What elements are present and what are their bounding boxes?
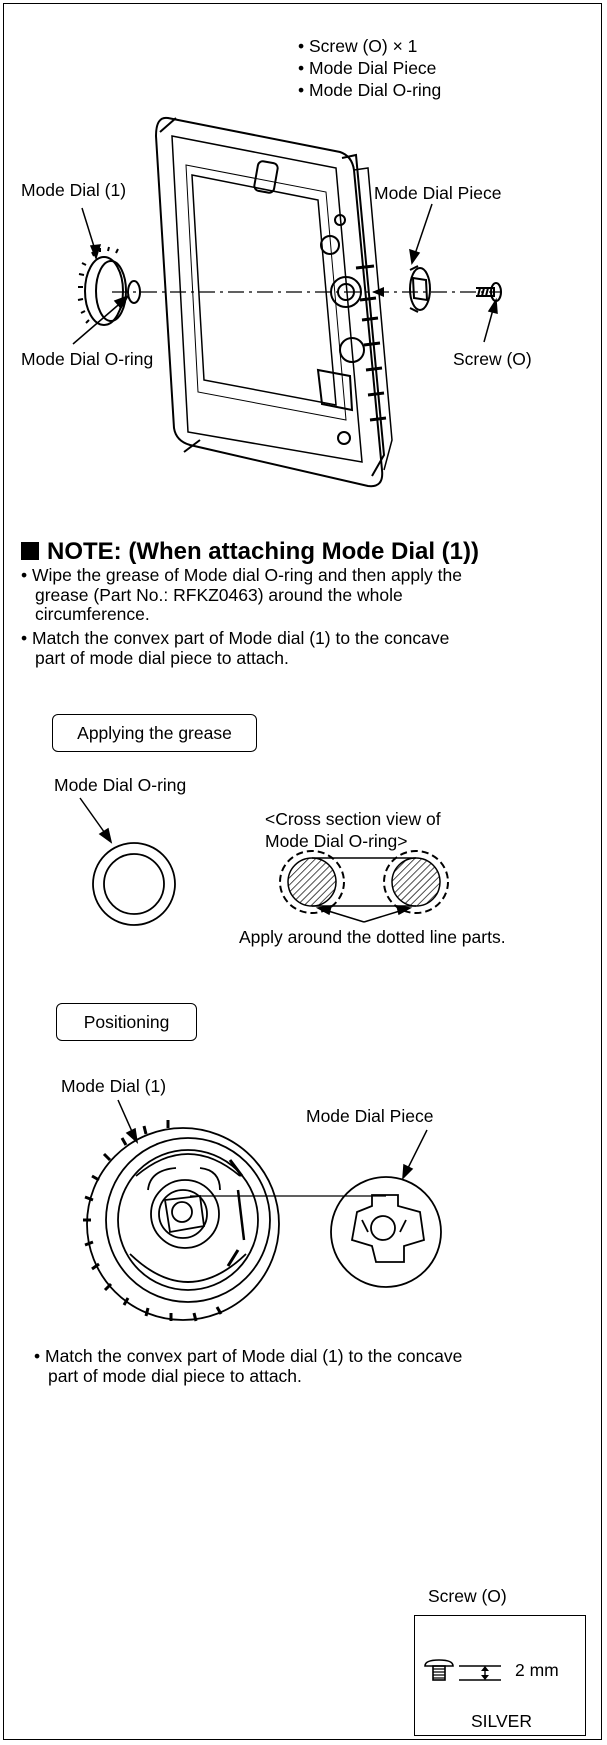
positioning-piece-label: Mode Dial Piece	[306, 1106, 434, 1126]
mode-dial-drawing	[77, 246, 127, 326]
positioning-box: Positioning	[56, 1003, 197, 1041]
applying-grease-box: Applying the grease	[52, 714, 257, 752]
screw-spec-title: Screw (O)	[428, 1586, 507, 1606]
rear-case-drawing	[154, 116, 393, 488]
note-title-text: NOTE: (When attaching Mode Dial (1))	[47, 538, 479, 565]
mode-dial-piece-drawing	[409, 265, 431, 313]
positioning-bullet: • Match the convex part of Mode dial (1)…	[34, 1346, 594, 1386]
note-line: grease (Part No.: RFKZ0463) around the w…	[35, 584, 403, 605]
oring-drawing	[127, 280, 141, 304]
screw-spec-box: 2 mm SILVER	[414, 1615, 586, 1736]
cross-section-title: <Cross section view of	[265, 809, 441, 829]
page-frame	[3, 3, 602, 1740]
note-title: NOTE: (When attaching Mode Dial (1))	[21, 538, 479, 566]
note-line: • Match the convex part of Mode dial (1)…	[21, 628, 450, 648]
parts-list-item: • Mode Dial O-ring	[298, 80, 442, 100]
parts-list-item: • Screw (O) × 1	[298, 36, 418, 56]
mode-dial-piece-label: Mode Dial Piece	[374, 183, 502, 203]
positioning-mode-dial-label: Mode Dial (1)	[61, 1076, 167, 1096]
note-bullet-2: • Match the convex part of Mode dial (1)…	[21, 628, 581, 668]
screw-color: SILVER	[471, 1711, 532, 1731]
screw-length: 2 mm	[515, 1660, 559, 1680]
oring-label: Mode Dial O-ring	[21, 349, 154, 369]
note-line: part of mode dial piece to attach.	[35, 647, 289, 668]
screw-label: Screw (O)	[453, 349, 532, 369]
positioning-line: • Match the convex part of Mode dial (1)…	[34, 1346, 463, 1366]
screw-icon	[424, 1659, 501, 1681]
note-line: • Wipe the grease of Mode dial O-ring an…	[21, 565, 462, 585]
exploded-diagram	[72, 116, 502, 488]
grease-oring-label: Mode Dial O-ring	[54, 775, 187, 795]
apply-text: Apply around the dotted line parts.	[239, 927, 506, 947]
bullet-square-icon	[21, 542, 39, 560]
note-bullet-1: • Wipe the grease of Mode dial O-ring an…	[21, 565, 581, 625]
cross-section-title: Mode Dial O-ring>	[265, 831, 408, 851]
mode-dial-label: Mode Dial (1)	[21, 180, 127, 200]
note-line: circumference.	[35, 604, 150, 624]
parts-list-item: • Mode Dial Piece	[298, 58, 437, 78]
positioning-line: part of mode dial piece to attach.	[48, 1365, 302, 1386]
